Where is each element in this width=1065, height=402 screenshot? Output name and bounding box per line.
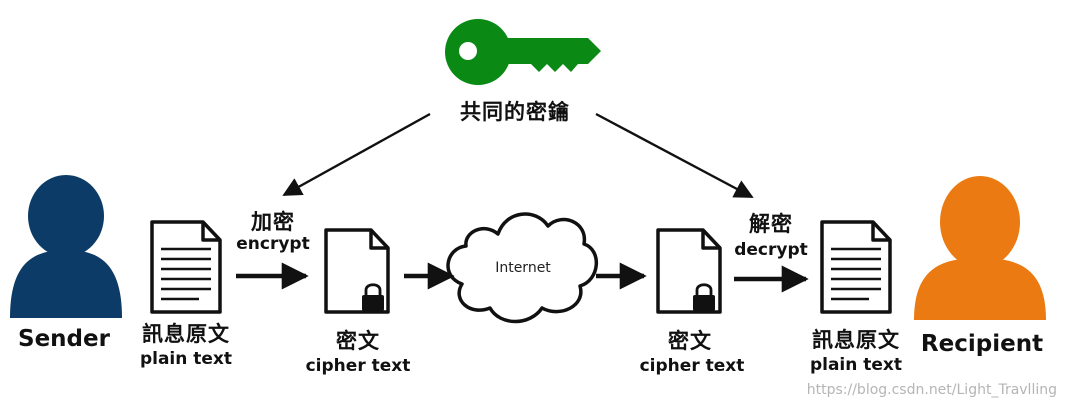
encrypt-label-zh: 加密 [251, 209, 295, 234]
internet-label: Internet [495, 260, 551, 276]
recipient-name: Recipient [920, 331, 1044, 357]
ciphertext-left-label-zh: 密文 [336, 328, 380, 353]
ciphertext-right-label-zh: 密文 [668, 328, 712, 353]
plaintext-document-icon-right [820, 220, 892, 314]
plaintext-right-label-en: plain text [809, 355, 903, 375]
ciphertext-left-label-en: cipher text [305, 356, 411, 376]
plaintext-left-label-zh: 訊息原文 [142, 321, 230, 346]
decrypt-label-zh: 解密 [749, 211, 793, 236]
ciphertext-right-label-en: cipher text [639, 356, 745, 376]
shared-key-label: 共同的密鑰 [460, 99, 570, 124]
padlock-icon [693, 283, 715, 311]
ciphertext-document-icon-left [324, 228, 390, 314]
decrypt-label-en: decrypt [734, 240, 808, 260]
sender-name: Sender [18, 326, 110, 352]
key-to-encrypt-arrow [282, 112, 431, 197]
encrypt-label-en: encrypt [236, 234, 310, 254]
sender-avatar-icon [10, 175, 122, 318]
recipient-avatar-icon [914, 176, 1046, 320]
internet-cloud-icon [446, 212, 599, 324]
ciphertext-document-icon-right [656, 228, 722, 314]
padlock-icon [362, 283, 384, 311]
key-icon [445, 19, 601, 85]
watermark-url: https://blog.csdn.net/Light_Travlling [806, 382, 1057, 398]
plaintext-right-label-zh: 訊息原文 [812, 327, 900, 352]
key-to-decrypt-arrow [595, 112, 754, 199]
plaintext-left-label-en: plain text [139, 349, 233, 369]
plaintext-document-icon-left [150, 220, 222, 314]
